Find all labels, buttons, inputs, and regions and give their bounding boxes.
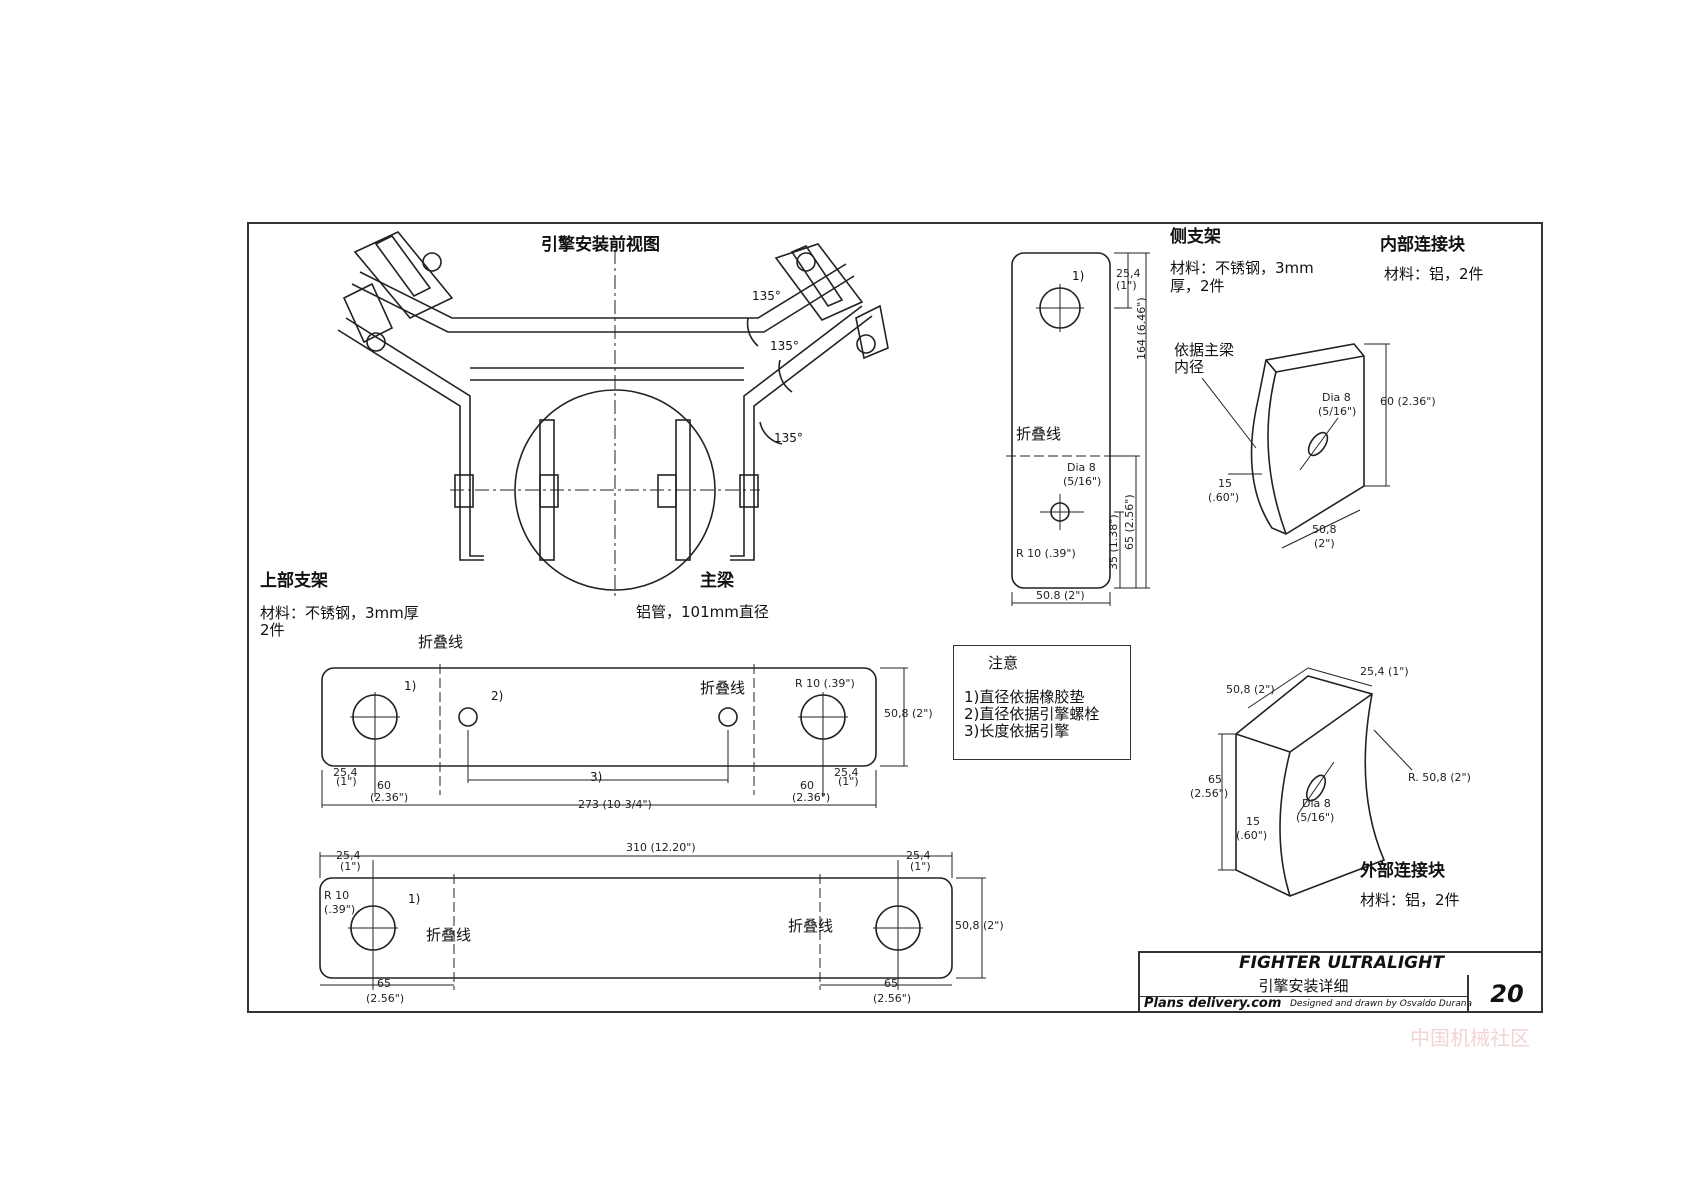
title-block: FIGHTER ULTRALIGHT 引擎安装详细 Plans delivery… [1138, 951, 1543, 1013]
outer-block-dia-a: Dia 8 [1302, 797, 1331, 810]
side-bracket-low-b: 35 (1.38") [1107, 514, 1120, 570]
side-bracket-top-a: 25,4 [1116, 267, 1141, 280]
notes-box: 注意 1)直径依据橡胶垫 2)直径依据引擎螺栓 3)长度依据引擎 [953, 645, 1131, 760]
angle-label-3: 135° [774, 431, 803, 445]
main-beam-title: 主梁 [700, 571, 734, 591]
notes-item-3: 3)长度依据引擎 [964, 722, 1070, 740]
side-bracket-height: 164 (6.46") [1135, 297, 1148, 360]
outer-block-height-b: (2.56") [1190, 787, 1229, 800]
upper-bracket-dim-236-right: (2.36") [792, 791, 831, 804]
upper-bracket-dim-254-left: 25,4 [333, 766, 358, 779]
side-bracket-dia-a: Dia 8 [1067, 461, 1096, 474]
notes-item-1: 1)直径依据橡胶垫 [964, 688, 1085, 706]
lower-bracket-dim-254-right: 25,4 [906, 849, 931, 862]
outer-block-15-a: 15 [1246, 815, 1260, 828]
side-bracket-radius: R 10 (.39") [1016, 547, 1076, 560]
lower-bracket-radius-a: R 10 [324, 889, 350, 902]
inner-block-15-b: (.60") [1208, 491, 1240, 504]
watermark: 中国机械社区 [1410, 1026, 1530, 1050]
lower-bracket-dim-256-right: (2.56") [873, 992, 912, 1005]
inner-block-dia-b: (5/16") [1318, 405, 1357, 418]
title-block-title: FIGHTER ULTRALIGHT [1239, 953, 1444, 973]
main-beam-material: 铝管，101mm直径 [636, 603, 769, 621]
upper-bracket-height: 50,8 (2") [884, 707, 933, 720]
upper-bracket-dim-1in-left: (1") [336, 775, 357, 788]
inner-block-note-1: 依据主梁 [1174, 341, 1235, 359]
lower-bracket-radius-b: (.39") [324, 903, 356, 916]
upper-bracket-fold-label: 折叠线 [418, 633, 464, 651]
angle-label-2: 135° [770, 339, 799, 353]
outer-block-drawing [1218, 667, 1413, 897]
upper-bracket-dim-236-left: (2.36") [370, 791, 409, 804]
inner-block-dia-a: Dia 8 [1322, 391, 1351, 404]
upper-bracket-material: 材料：不锈钢，3mm厚 [260, 604, 419, 622]
side-bracket-fold-label: 折叠线 [1016, 425, 1062, 443]
lower-bracket-height: 50,8 (2") [955, 919, 1004, 932]
side-bracket-width: 50.8 (2") [1036, 589, 1085, 602]
upper-bracket-drawing [321, 664, 908, 808]
inner-block-material: 材料：铝，2件 [1384, 265, 1484, 283]
lower-bracket-dim-65-right: 65 [884, 977, 898, 990]
drawing-sheet-border [247, 222, 1543, 1013]
title-block-subtitle: 引擎安装详细 [1140, 975, 1467, 997]
side-bracket-material-2: 厚，2件 [1170, 277, 1225, 295]
side-bracket-top-b: (1") [1116, 279, 1137, 292]
angle-label-1: 135° [752, 289, 781, 303]
outer-block-width: 50,8 (2") [1226, 683, 1275, 696]
side-bracket-material-1: 材料：不锈钢，3mm [1170, 259, 1314, 277]
upper-bracket-ann-1: 1) [404, 679, 417, 693]
upper-bracket-ann-2: 2) [491, 689, 504, 703]
lower-bracket-fold-left: 折叠线 [426, 926, 472, 944]
lower-bracket-dim-254-left: 25,4 [336, 849, 361, 862]
inner-block-height: 60 (2.36") [1380, 395, 1436, 408]
lower-bracket-overall: 310 (12.20") [626, 841, 696, 854]
title-block-page-number: 20 [1467, 975, 1545, 1013]
outer-block-depth: 25,4 (1") [1360, 665, 1409, 678]
outer-block-dia-b: (5/16") [1296, 811, 1335, 824]
upper-bracket-qty: 2件 [260, 621, 285, 639]
inner-block-drawing [1201, 343, 1390, 549]
inner-block-title: 内部连接块 [1380, 235, 1465, 255]
upper-bracket-overall: 273 (10-3/4") [578, 798, 652, 811]
side-bracket-dia-b: (5/16") [1063, 475, 1102, 488]
side-bracket-low-a: 65 (2.56") [1123, 494, 1136, 550]
inner-block-width-a: 50,8 [1312, 523, 1337, 536]
outer-block-15-b: (.60") [1236, 829, 1268, 842]
lower-bracket-fold-right: 折叠线 [788, 917, 834, 935]
lower-bracket-dim-65-left: 65 [377, 977, 391, 990]
upper-bracket-dim-254-right: 25,4 [834, 766, 859, 779]
upper-bracket-radius: R 10 (.39") [795, 677, 855, 690]
upper-bracket-title: 上部支架 [260, 571, 328, 591]
lower-bracket-drawing [319, 852, 986, 990]
lower-bracket-dim-1in-right: (1") [910, 860, 931, 873]
outer-block-height-a: 65 [1208, 773, 1222, 786]
notes-item-2: 2)直径依据引擎螺栓 [964, 705, 1100, 723]
inner-block-width-b: (2") [1314, 537, 1335, 550]
upper-bracket-dim-60-left: 60 [377, 779, 391, 792]
outer-block-title: 外部连接块 [1360, 861, 1445, 881]
upper-bracket-fold-label-2: 折叠线 [700, 679, 746, 697]
inner-block-15-a: 15 [1218, 477, 1232, 490]
outer-block-material: 材料：铝，2件 [1360, 891, 1460, 909]
notes-title: 注意 [988, 654, 1019, 672]
side-bracket-drawing [1006, 252, 1150, 606]
upper-bracket-dim-60-right: 60 [800, 779, 814, 792]
front-view-drawing [337, 231, 889, 600]
title-block-credit: Designed and drawn by Osvaldo Durana [1290, 999, 1472, 1009]
upper-bracket-dim-1in-right: (1") [838, 775, 859, 788]
inner-block-note-2: 内径 [1174, 358, 1205, 376]
upper-bracket-ann-3: 3) [590, 770, 603, 784]
lower-bracket-ann-1: 1) [408, 892, 421, 906]
outer-block-radius: R. 50,8 (2") [1408, 771, 1471, 784]
lower-bracket-dim-1in-left: (1") [340, 860, 361, 873]
side-bracket-ann-1: 1) [1072, 269, 1085, 283]
front-view-title: 引擎安装前视图 [541, 235, 660, 255]
title-block-site: Plans delivery.com [1144, 996, 1282, 1011]
side-bracket-title: 侧支架 [1170, 227, 1221, 247]
lower-bracket-dim-256-left: (2.56") [366, 992, 405, 1005]
